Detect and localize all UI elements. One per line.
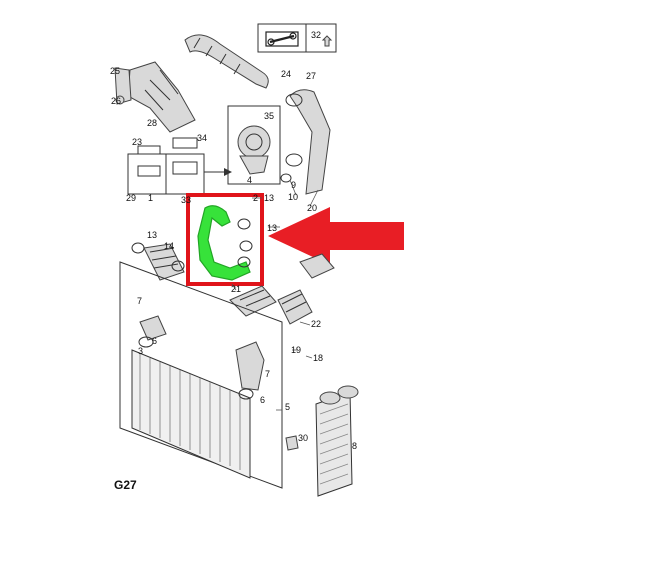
bolt-small-icon	[321, 35, 333, 47]
wrench-toolbox-icon	[265, 31, 299, 47]
callout-labels: 25 26 24 27 35 28 23 34 29 1 33 4 2 13 1…	[110, 66, 357, 492]
callout-24: 24	[281, 69, 291, 79]
callout-22: 22	[311, 319, 321, 329]
highlighted-hose	[186, 193, 264, 286]
callout-8: 8	[352, 441, 357, 451]
hose-middle	[229, 285, 277, 317]
page-code: G27	[114, 478, 137, 492]
callout-13-mid: 13	[267, 223, 277, 233]
callout-21: 21	[231, 284, 241, 294]
callout-34: 34	[197, 133, 207, 143]
callout-4: 4	[247, 175, 252, 185]
header-ref-label: 32	[311, 30, 321, 40]
callout-13-left: 13	[147, 230, 157, 240]
callout-30: 30	[298, 433, 308, 443]
callout-3: 3	[138, 346, 143, 356]
callout-14: 14	[164, 241, 174, 251]
callout-23: 23	[132, 137, 142, 147]
intake-pipe-right	[280, 89, 331, 195]
leader-lines	[231, 179, 319, 411]
callout-20: 20	[307, 203, 317, 213]
callout-25: 25	[110, 66, 120, 76]
hose-right	[277, 253, 335, 325]
callout-5: 5	[285, 402, 290, 412]
upper-air-hose	[184, 34, 269, 89]
callout-7-bottom: 7	[265, 369, 270, 379]
hose-left	[131, 242, 185, 281]
callout-6-bottom: 6	[260, 395, 265, 405]
callout-10: 10	[288, 192, 298, 202]
callout-18: 18	[313, 353, 323, 363]
callout-7-top: 7	[137, 296, 142, 306]
radiator-panel	[119, 261, 283, 489]
callout-6-top: 6	[152, 336, 157, 346]
green-hose-part	[197, 205, 251, 281]
callout-28: 28	[147, 118, 157, 128]
callout-2: 2	[253, 193, 258, 203]
gasket-box	[127, 137, 232, 195]
callout-9: 9	[291, 180, 296, 190]
callout-1: 1	[148, 193, 153, 203]
callout-33: 33	[181, 195, 191, 205]
callout-19: 19	[291, 345, 301, 355]
header-box: 32	[257, 23, 337, 53]
turbocharger-box	[227, 105, 281, 185]
exhaust-manifold	[114, 61, 196, 133]
callout-27: 27	[306, 71, 316, 81]
callout-35: 35	[264, 111, 274, 121]
callout-26: 26	[111, 96, 121, 106]
callout-29: 29	[126, 193, 136, 203]
intercooler	[315, 385, 359, 497]
bracket-30	[285, 435, 299, 451]
red-pointer-arrow	[268, 207, 404, 265]
callout-13-top: 13	[264, 193, 274, 203]
